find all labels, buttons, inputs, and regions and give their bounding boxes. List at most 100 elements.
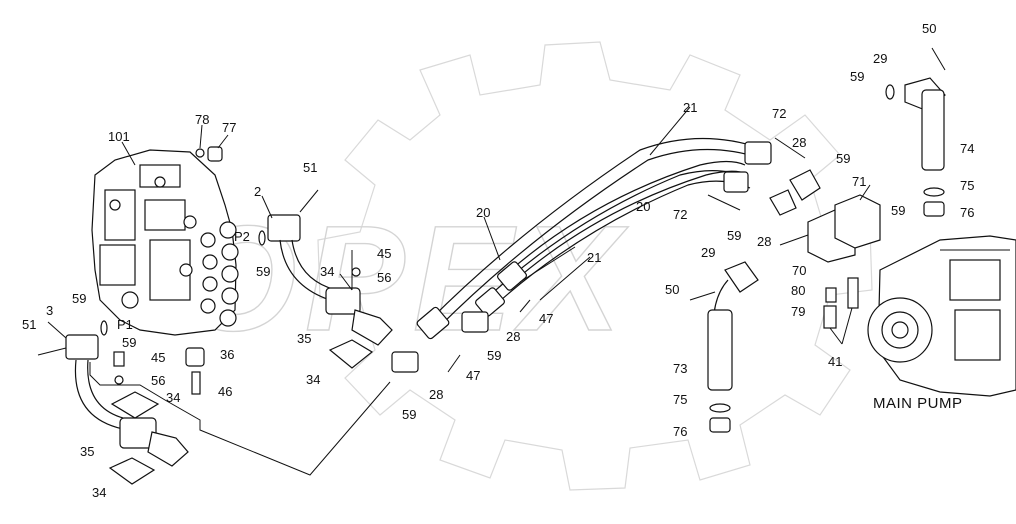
elbow-29-lower	[724, 261, 759, 293]
plug-76-upper	[923, 201, 945, 217]
label-70: 70	[792, 263, 806, 278]
label-80: 80	[791, 283, 805, 298]
bolt-72-lower	[707, 194, 741, 211]
fitting-80	[825, 287, 837, 303]
washer-56-lower	[114, 375, 124, 385]
label-36: 36	[220, 347, 234, 362]
label-50-upper: 50	[922, 21, 936, 36]
flange-3	[65, 334, 99, 360]
fitting-41	[847, 277, 859, 309]
part-labels: 101 78 77 2 51 51 P2 P1 59 59 3 45 56 45…	[22, 21, 974, 500]
plug-77	[207, 146, 223, 162]
hose-fitting-right-2	[723, 171, 749, 193]
label-72-a: 72	[772, 106, 786, 121]
o-ring-75-upper	[923, 187, 945, 197]
label-77: 77	[222, 120, 236, 135]
label-101: 101	[108, 129, 130, 144]
label-41: 41	[828, 354, 842, 369]
label-28-b: 28	[429, 387, 443, 402]
o-ring-59-upper	[258, 230, 266, 246]
fitting-79	[823, 305, 837, 329]
bracket-34-upper	[328, 339, 374, 369]
label-20-a: 20	[476, 205, 490, 220]
label-73: 73	[673, 361, 687, 376]
label-34-d: 34	[92, 485, 106, 500]
label-74: 74	[960, 141, 974, 156]
label-78: 78	[195, 112, 209, 127]
label-56-upper: 56	[377, 270, 391, 285]
label-p2: P2	[234, 229, 250, 244]
clamp-35-upper	[325, 287, 361, 315]
bolt-50-upper	[931, 47, 946, 71]
label-56-lower: 56	[151, 373, 165, 388]
label-p1: P1	[117, 317, 133, 332]
label-3: 3	[46, 303, 53, 318]
label-51-upper: 51	[303, 160, 317, 175]
bracket-34-mid	[110, 391, 160, 419]
pipe-73	[707, 309, 733, 391]
spacer-36	[185, 347, 205, 367]
plug-76-lower	[709, 417, 731, 433]
hose-21-a	[429, 137, 761, 321]
leader-lines	[47, 106, 871, 345]
label-20-b: 20	[636, 199, 650, 214]
label-59-e: 59	[836, 151, 850, 166]
label-75-upper: 75	[960, 178, 974, 193]
label-50-lower: 50	[665, 282, 679, 297]
o-ring-78	[195, 148, 205, 158]
label-59-upper: 59	[256, 264, 270, 279]
label-21-a: 21	[683, 100, 697, 115]
label-76-lower: 76	[673, 424, 687, 439]
label-59-d: 59	[402, 407, 416, 422]
label-29-upper: 29	[873, 51, 887, 66]
label-34-c: 34	[166, 390, 180, 405]
washer-56-upper	[351, 267, 361, 277]
block-71	[834, 194, 881, 249]
label-79: 79	[791, 304, 805, 319]
bolt-47-a	[447, 354, 461, 373]
pipe-74	[921, 89, 945, 171]
label-47-a: 47	[539, 311, 553, 326]
hose-end-upper	[351, 309, 393, 346]
bolt-51-upper	[299, 189, 319, 213]
label-35-upper: 35	[297, 331, 311, 346]
flange-28-right-a	[789, 169, 821, 201]
label-45-lower: 45	[151, 350, 165, 365]
flange-28-right-b	[769, 189, 797, 216]
hose-fitting-right-1	[744, 141, 772, 165]
label-28-a: 28	[506, 329, 520, 344]
hose-21-b	[504, 160, 746, 276]
label-59-c: 59	[487, 348, 501, 363]
label-47-b: 47	[466, 368, 480, 383]
label-34-b: 34	[306, 372, 320, 387]
main-pump-caption: MAIN PUMP	[873, 395, 963, 412]
hose-fitting-left-2	[475, 287, 505, 317]
label-34-a: 34	[320, 264, 334, 279]
label-35-lower: 35	[80, 444, 94, 459]
label-59-g: 59	[850, 69, 864, 84]
label-76-upper: 76	[960, 205, 974, 220]
label-2: 2	[254, 184, 261, 199]
bolt-46	[191, 371, 201, 395]
flange-2	[267, 214, 301, 242]
label-29-lower: 29	[701, 245, 715, 260]
hose-fitting-left-1	[416, 306, 450, 340]
hose-end-lower	[147, 431, 189, 467]
bolt-51-lower	[37, 347, 67, 356]
flange-28-left-a	[391, 351, 419, 373]
label-51-lower: 51	[22, 317, 36, 332]
flange-28-left-b	[461, 311, 489, 333]
pipe-lower-left	[74, 359, 129, 431]
bolt-47-b	[519, 299, 531, 313]
label-59-i: 59	[122, 335, 136, 350]
pipe-upper-left	[279, 239, 331, 301]
routing-line	[89, 362, 391, 476]
main-pump	[867, 235, 1016, 397]
label-71: 71	[852, 174, 866, 189]
bolt-50-lower	[689, 291, 716, 301]
label-46: 46	[218, 384, 232, 399]
hose-20-a	[484, 170, 749, 301]
label-59-f: 59	[727, 228, 741, 243]
label-28-d: 28	[757, 234, 771, 249]
